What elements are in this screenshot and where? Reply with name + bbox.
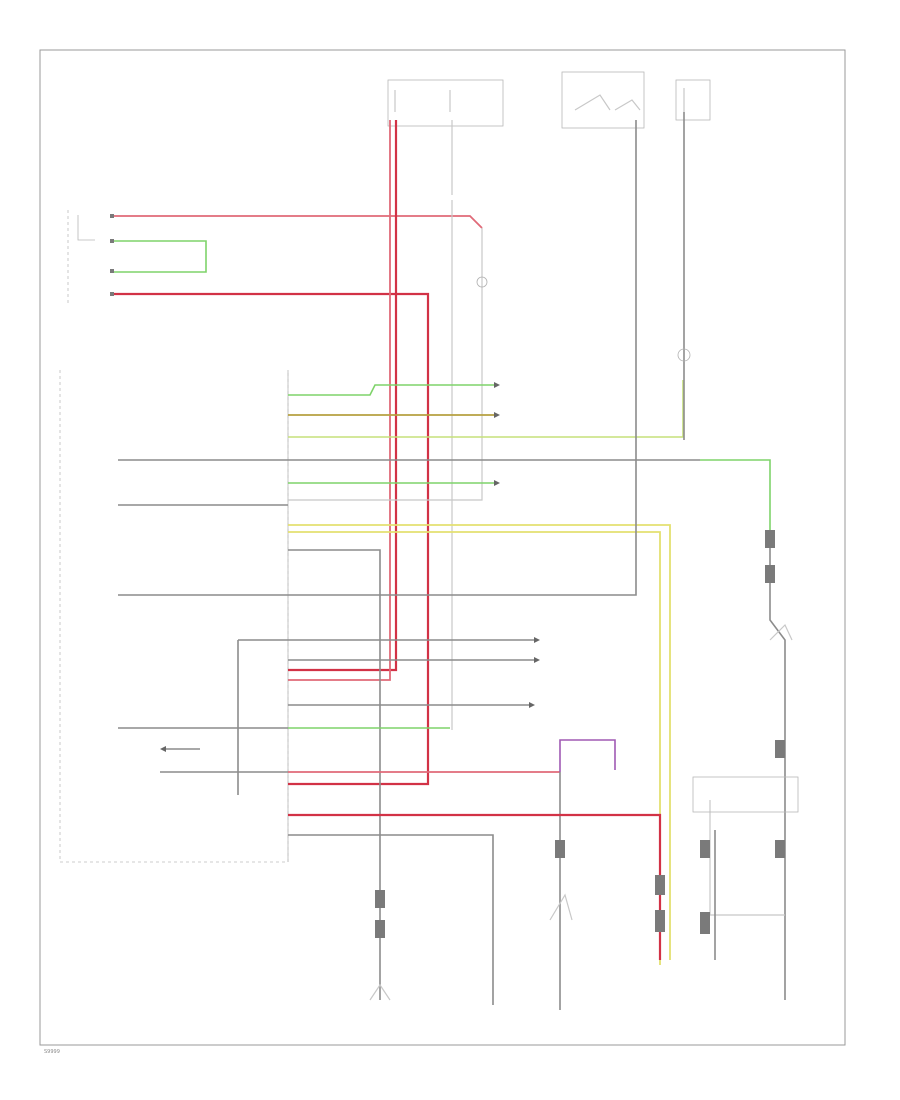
footer-code: S9999: [44, 1049, 60, 1055]
wire-gray-595: [288, 120, 637, 596]
wire-gray-835: [288, 834, 494, 1005]
wire-violet: [559, 739, 616, 772]
switch-icon: [476, 276, 488, 288]
wire-right-lower: [769, 530, 786, 1000]
wire-green-1: [288, 384, 495, 396]
switch-symbol-bottom: [369, 983, 391, 1001]
fuse-box-top-left: [387, 79, 504, 127]
arrow-1: [494, 382, 500, 388]
wire-light-green: [288, 380, 684, 438]
connector-box-bottom-right: [692, 776, 799, 813]
arrow-3: [494, 480, 500, 486]
wire-yellow-2: [288, 531, 661, 965]
arrow-6: [529, 702, 535, 708]
wire-red-top: [114, 215, 483, 229]
wire-red-main-2: [288, 120, 391, 681]
switch-symbol-mid: [549, 893, 573, 921]
wire-bottom-right-box: [709, 800, 785, 916]
wire-dark-red-main: [288, 120, 398, 672]
wire-yellow-1: [288, 524, 671, 960]
wire-gray-550: [288, 549, 381, 1000]
switch-symbol-right: [769, 623, 793, 641]
wire-dark-red-815: [288, 813, 662, 960]
wire-switch-branch: [288, 228, 483, 501]
indicator-lamp-icon: [677, 348, 691, 362]
ignition-switch-box: [561, 71, 645, 129]
arrow-5: [534, 657, 540, 663]
left-connector-box: [67, 210, 114, 305]
arrow-2: [494, 412, 500, 418]
fuse-box-top-right: [675, 79, 711, 121]
diagram-frame: [39, 49, 846, 1046]
connector-blocks: [375, 530, 785, 938]
wire-green-460: [700, 459, 771, 530]
control-unit-left-wires: [118, 459, 288, 795]
wire-green-loop: [114, 240, 207, 273]
wire-dark-red-left: [114, 292, 430, 786]
arrow-4: [534, 637, 540, 643]
control-unit-box: [59, 370, 289, 863]
